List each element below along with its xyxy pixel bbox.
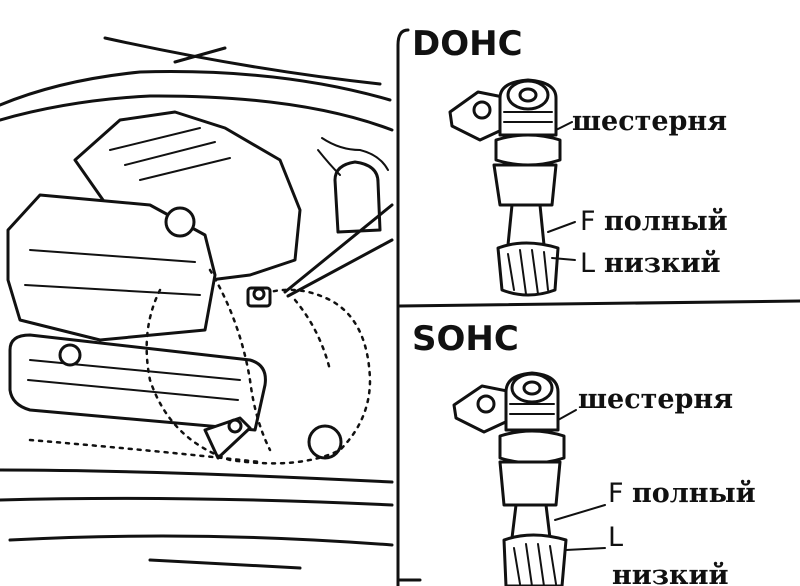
- fender-line: [0, 94, 394, 132]
- sohc-low-label: низкий: [612, 560, 729, 586]
- radiator-cap: [58, 343, 82, 367]
- sohc-header: SOHC: [412, 319, 519, 359]
- sohc-shaft: [510, 503, 552, 540]
- reservoir-hose: [321, 137, 389, 171]
- reservoir-hose: [317, 149, 341, 176]
- dohc-low-label: низкий: [604, 248, 721, 279]
- dohc-full-leader: [547, 221, 576, 233]
- hood-line: [103, 36, 382, 86]
- hood-line: [173, 46, 227, 64]
- dohc-full-letter: F: [580, 206, 596, 237]
- dohc-collar: [494, 133, 562, 167]
- dohc-shaft: [506, 203, 546, 247]
- engine-front-cover: [6, 193, 217, 342]
- transmission-outline: [208, 268, 272, 452]
- filler-cap: [164, 206, 196, 238]
- dohc-body: [492, 163, 558, 207]
- dohc-gear-center: [518, 87, 538, 103]
- dohc-pinion: [496, 241, 560, 297]
- dohc-header: DOHC: [412, 24, 523, 64]
- sohc-flange-hole: [476, 394, 496, 414]
- dohc-low-leader: [551, 257, 576, 261]
- sohc-collar: [498, 429, 566, 465]
- sohc-low-leader: [565, 547, 606, 551]
- sohc-full-leader: [554, 504, 606, 521]
- sohc-threads: [509, 403, 555, 415]
- sohc-gear-leader: [557, 409, 577, 421]
- transmission-outline: [28, 438, 262, 464]
- bumper-line: [0, 468, 394, 484]
- fender-line: [0, 70, 392, 107]
- dohc-gear-label: шестерня: [572, 106, 727, 137]
- callout-line: [286, 238, 394, 298]
- engine-bay-illustration: [0, 36, 394, 570]
- panel-left-border: [396, 28, 410, 586]
- bumper-line: [8, 534, 394, 547]
- engine-cover-lines: [24, 249, 201, 296]
- sohc-sensor-drawing: [452, 371, 568, 586]
- dohc-gear-leader: [555, 121, 573, 131]
- dohc-pinion-teeth: [507, 249, 549, 295]
- panel-divider: [398, 299, 800, 308]
- dohc-threads: [503, 111, 553, 123]
- bumper-line: [0, 496, 394, 507]
- dohc-sensor-drawing: [448, 78, 562, 297]
- bumper-line: [148, 558, 302, 570]
- fluid-reservoir: [333, 160, 382, 234]
- sohc-gear-label: шестерня: [578, 384, 733, 415]
- sohc-pinion-teeth: [513, 543, 557, 586]
- sohc-low-letter: L: [608, 522, 623, 553]
- callout-line: [283, 203, 394, 294]
- bracket-bolt: [227, 418, 243, 434]
- transmission-outline: [145, 288, 372, 465]
- speed-sensor-location: [252, 287, 266, 301]
- sohc-full-letter: F: [608, 478, 624, 509]
- engine-fins: [109, 127, 231, 181]
- sohc-full-label: полный: [632, 478, 756, 509]
- sohc-body: [498, 460, 562, 507]
- sohc-pinion: [502, 533, 568, 586]
- dohc-full-label: полный: [604, 206, 728, 237]
- sohc-gear-center: [522, 380, 542, 396]
- lower-part: [307, 424, 343, 460]
- dohc-flange-hole: [472, 100, 492, 120]
- dohc-low-letter: L: [580, 248, 595, 279]
- transmission-outline: [293, 298, 332, 372]
